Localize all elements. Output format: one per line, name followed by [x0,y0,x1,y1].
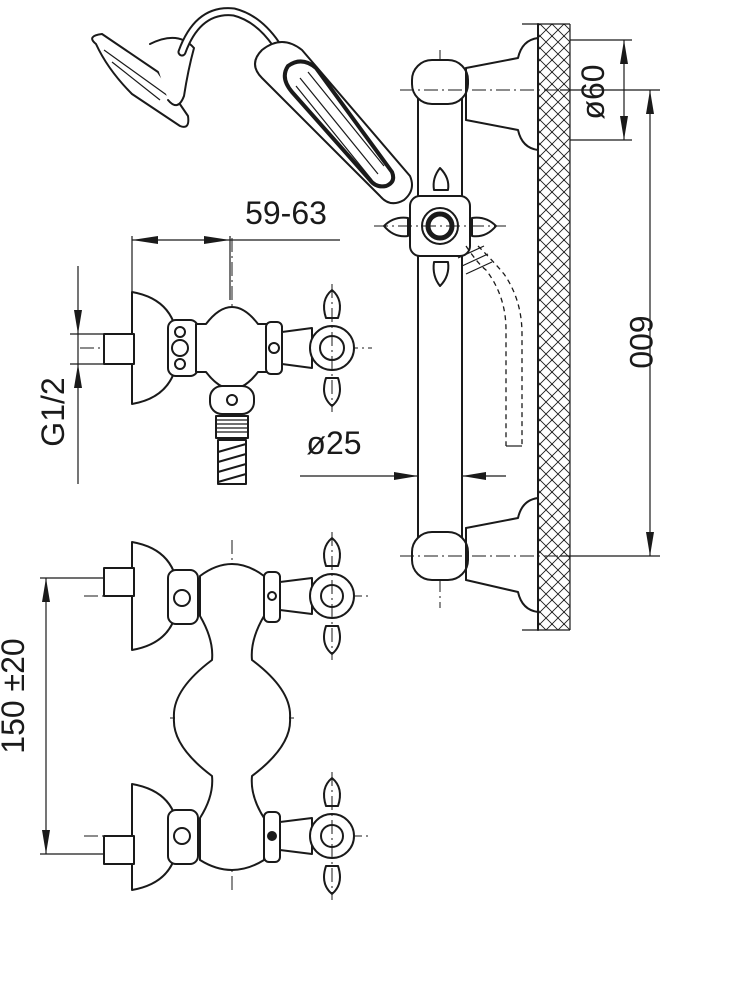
dimension-bracket-diameter: ø60 [570,39,632,141]
shower-hose [457,245,523,447]
dimension-label-thread: G1/2 [35,377,71,446]
dimension-label-rail-diameter: ø25 [306,425,361,461]
rail-slider [374,167,506,287]
wall-section [522,23,571,631]
bottom-wall-bracket [400,497,560,613]
top-wall-bracket [400,37,560,151]
hand-shower [91,7,413,205]
dimension-thread: G1/2 [35,266,104,484]
dimension-label-rail-length: 600 [623,315,659,368]
dimension-rail-diameter: ø25 [300,425,506,480]
dimension-label-inlet-spacing: 150 ±20 [0,638,31,753]
dimension-hose-width: 59-63 [131,195,340,300]
dimension-rail-length: 600 [560,89,660,557]
dimension-inlet-spacing: 150 ±20 [0,577,104,855]
slide-rail [374,37,560,613]
dimension-label-hose-width: 59-63 [245,195,327,231]
mixer-front-view [84,532,370,900]
mixer-side-view [80,238,372,485]
shower-handle [254,41,413,205]
dimension-label-bracket-diameter: ø60 [575,64,611,119]
